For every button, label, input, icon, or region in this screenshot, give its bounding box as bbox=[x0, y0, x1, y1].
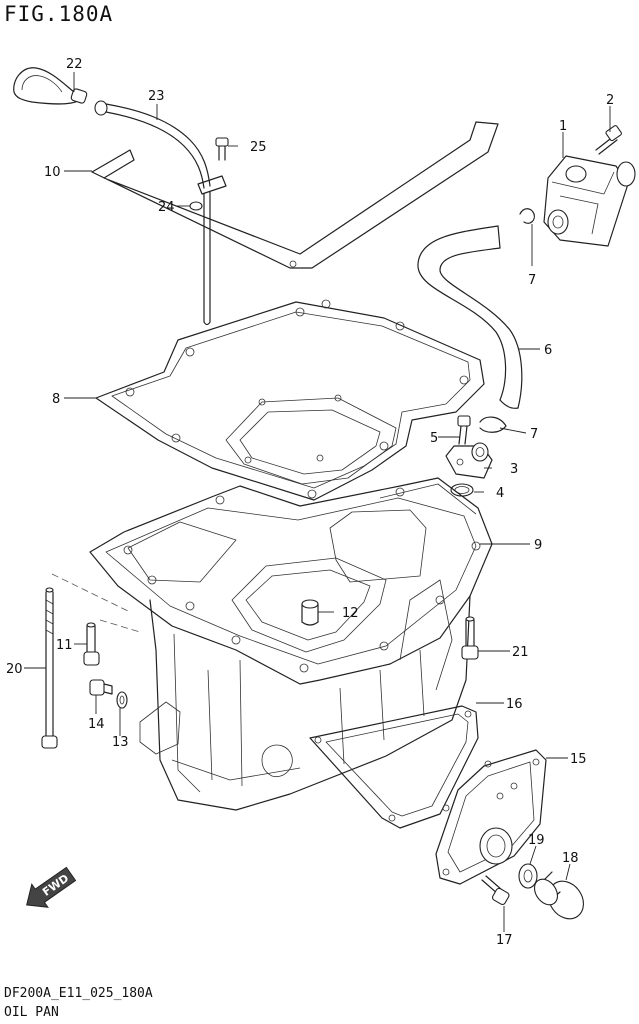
callout-14: 14 bbox=[88, 717, 105, 732]
bolt-25 bbox=[215, 137, 229, 161]
adapter-housing bbox=[543, 155, 636, 247]
cover-gasket bbox=[309, 705, 479, 829]
callout-15: 15 bbox=[570, 752, 587, 767]
callout-13: 13 bbox=[112, 735, 129, 750]
hose-fitting bbox=[445, 442, 493, 479]
callout-10: 10 bbox=[44, 165, 61, 180]
dipstick-guide-tube bbox=[94, 100, 227, 326]
callout-24: 24 bbox=[158, 200, 175, 215]
bolt-17 bbox=[481, 875, 510, 906]
callout-23: 23 bbox=[148, 89, 165, 104]
callout-22: 22 bbox=[66, 57, 83, 72]
callout-labels: 22 23 25 24 10 1 2 7 6 8 5 7 3 4 9 12 20… bbox=[6, 57, 614, 948]
callout-20: 20 bbox=[6, 662, 23, 677]
hose bbox=[417, 225, 523, 409]
drain-plug-18 bbox=[533, 871, 584, 920]
figure-name: OIL PAN bbox=[4, 1005, 59, 1020]
callout-17: 17 bbox=[496, 933, 513, 948]
callout-6: 6 bbox=[544, 343, 552, 358]
callout-1: 1 bbox=[559, 119, 567, 134]
callout-16: 16 bbox=[506, 697, 523, 712]
callout-11: 11 bbox=[56, 638, 73, 653]
figure-title: FIG.180A bbox=[4, 2, 114, 26]
callout-2: 2 bbox=[606, 93, 614, 108]
callout-9: 9 bbox=[534, 538, 542, 553]
fwd-arrow-icon: FWD bbox=[26, 866, 77, 908]
bolt-14 bbox=[89, 679, 113, 696]
bolt-21 bbox=[461, 616, 479, 660]
oil-pan-cover bbox=[435, 749, 547, 885]
callout-8: 8 bbox=[52, 392, 60, 407]
figure-code: DF200A_E11_025_180A bbox=[4, 986, 153, 1001]
gasket-19 bbox=[518, 863, 538, 889]
plug-12 bbox=[301, 599, 319, 626]
callout-7-upper: 7 bbox=[528, 273, 536, 288]
bolt-5 bbox=[457, 415, 471, 445]
callout-21: 21 bbox=[512, 645, 529, 660]
leader-lines bbox=[24, 72, 611, 932]
callout-5: 5 bbox=[430, 431, 438, 446]
callout-19: 19 bbox=[528, 833, 545, 848]
bracket bbox=[91, 121, 499, 269]
callout-12: 12 bbox=[342, 606, 359, 621]
callout-18: 18 bbox=[562, 851, 579, 866]
callout-3: 3 bbox=[510, 462, 518, 477]
bolt-20 bbox=[41, 587, 58, 749]
washer-13 bbox=[116, 691, 128, 709]
callout-7-lower: 7 bbox=[530, 427, 538, 442]
bolt-2 bbox=[595, 125, 622, 155]
clip-7-lower bbox=[479, 416, 507, 433]
alignment-line bbox=[51, 573, 131, 613]
upper-gasket bbox=[95, 299, 485, 501]
oil-pan bbox=[89, 477, 493, 811]
clip-7-upper bbox=[519, 208, 535, 224]
dipstick bbox=[13, 67, 88, 105]
callout-25: 25 bbox=[250, 140, 267, 155]
o-ring-24 bbox=[189, 201, 203, 211]
bolt-11 bbox=[83, 622, 100, 666]
callout-4: 4 bbox=[496, 486, 504, 501]
alignment-line bbox=[99, 619, 141, 633]
